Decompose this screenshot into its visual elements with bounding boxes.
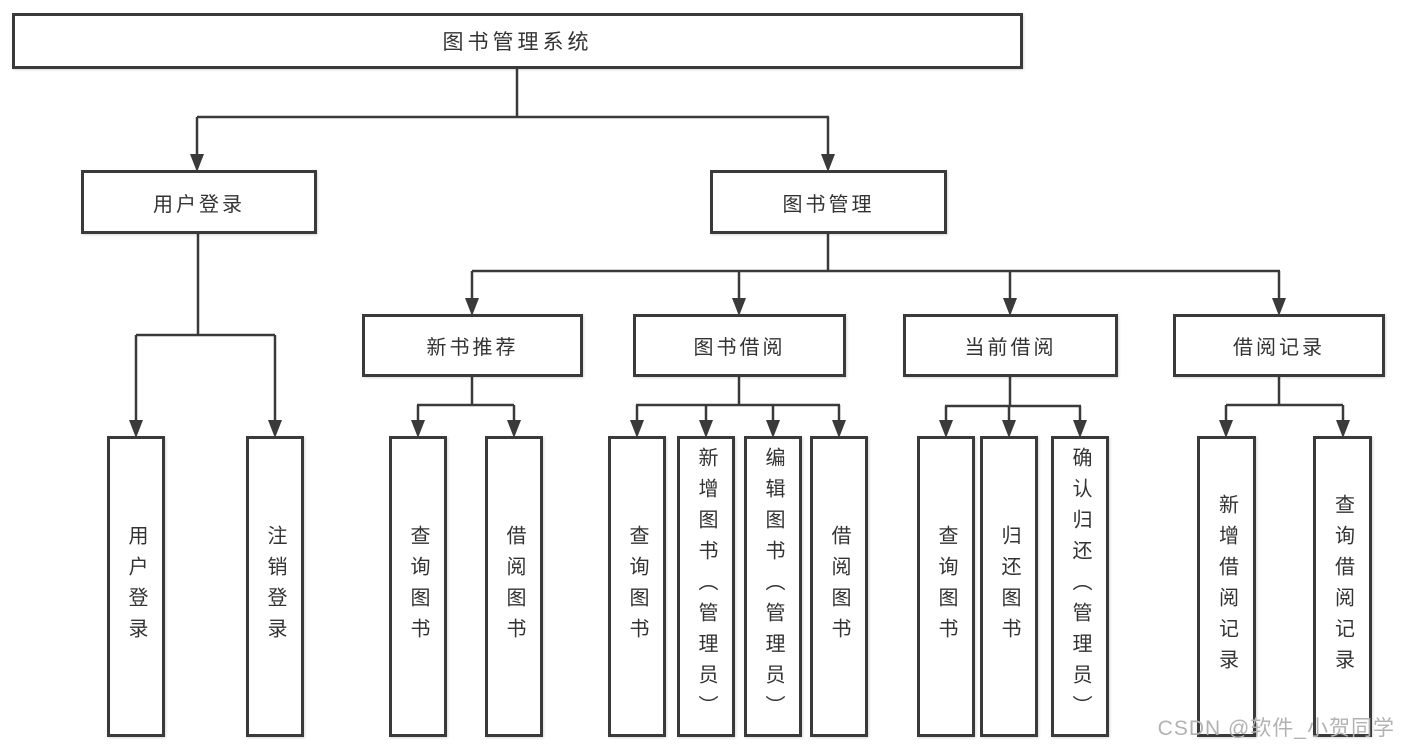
- node-label: 查询图书: [935, 524, 957, 649]
- node-new-book-recommendation: 新书推荐: [362, 314, 583, 377]
- node-label: 查询借阅记录: [1331, 493, 1354, 680]
- node-book-borrowing: 图书借阅: [633, 314, 846, 377]
- node-label: 图书管理: [782, 193, 875, 216]
- node-borrowing-records: 借阅记录: [1173, 314, 1385, 377]
- leaf-return-books: 归还图书: [980, 436, 1038, 737]
- leaf-query-books-current: 查询图书: [917, 436, 975, 737]
- leaf-borrow-books: 借阅图书: [810, 436, 868, 737]
- leaf-query-books-borrow: 查询图书: [608, 436, 666, 737]
- node-label: 图书管理系统: [442, 31, 593, 54]
- node-label: 归还图书: [998, 524, 1020, 649]
- node-label: 新增借阅记录: [1215, 493, 1238, 680]
- leaf-confirm-return-admin: 确认归还（管理员）: [1051, 436, 1109, 737]
- leaf-edit-books-admin: 编辑图书（管理员）: [744, 436, 802, 737]
- watermark: CSDN @软件_小贺同学: [1157, 717, 1395, 740]
- leaf-borrow-books-recommend: 借阅图书: [485, 436, 543, 737]
- leaf-user-login: 用户登录: [107, 436, 165, 737]
- node-user-login: 用户登录: [81, 170, 317, 234]
- node-label: 当前借阅: [964, 337, 1057, 359]
- node-label: 新增图书（管理员）: [695, 447, 717, 726]
- node-label: 借阅记录: [1233, 337, 1325, 359]
- node-label: 用户登录: [153, 193, 245, 216]
- leaf-add-books-admin: 新增图书（管理员）: [677, 436, 735, 737]
- node-label: 查询图书: [626, 524, 648, 649]
- node-label: 注销登录: [264, 524, 286, 649]
- node-label: 用户登录: [125, 524, 147, 649]
- node-label: 编辑图书（管理员）: [762, 447, 784, 726]
- leaf-logout: 注销登录: [246, 436, 304, 737]
- leaf-query-books-recommend: 查询图书: [389, 436, 447, 737]
- node-label: 图书借阅: [693, 337, 786, 359]
- node-book-management: 图书管理: [710, 170, 947, 234]
- leaf-query-borrow-record: 查询借阅记录: [1313, 436, 1372, 737]
- node-label: 新书推荐: [426, 337, 519, 359]
- node-label: 借阅图书: [828, 524, 850, 649]
- node-current-borrowing: 当前借阅: [903, 314, 1118, 377]
- node-label: 查询图书: [407, 524, 429, 649]
- node-label: 借阅图书: [503, 524, 525, 649]
- node-library-management-system: 图书管理系统: [12, 13, 1023, 69]
- leaf-add-borrow-record: 新增借阅记录: [1197, 436, 1256, 737]
- node-label: 确认归还（管理员）: [1069, 447, 1091, 726]
